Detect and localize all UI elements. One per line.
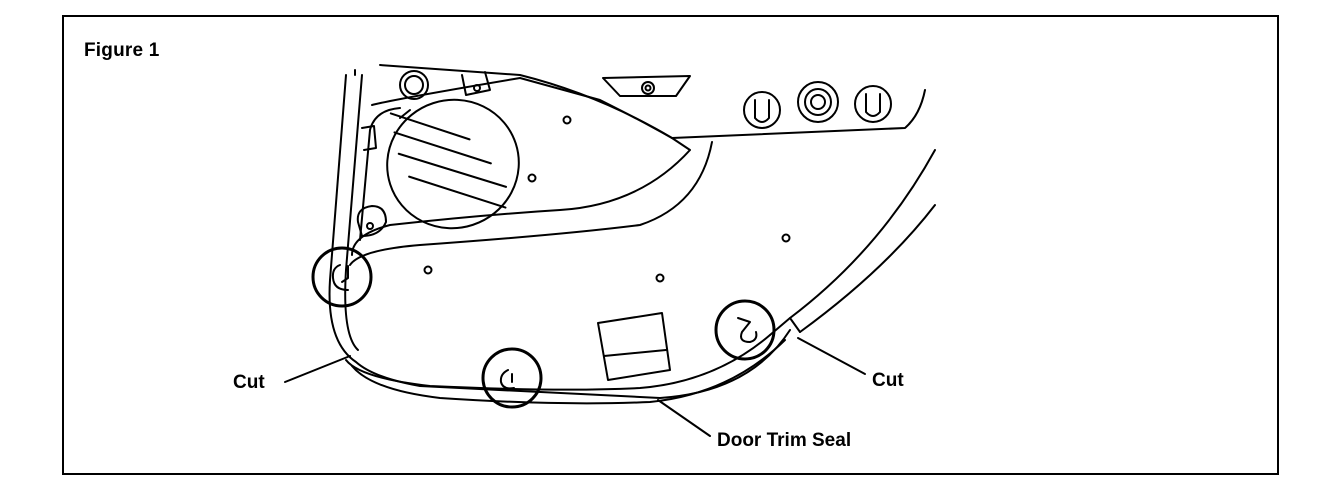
callout-cut-left: Cut [233,372,265,393]
figure-title: Figure 1 [84,40,160,61]
upper-panel-bevel [372,78,672,138]
leader-cut-left [285,356,350,382]
seal-right-upper [790,150,935,318]
door-edge-outer [330,75,790,398]
armrest-pocket-outer [352,138,690,255]
clip-circle-right [716,301,774,359]
door-trim-seal-upper [346,335,770,390]
leader-door-trim-seal [658,400,710,436]
left-side-tab-lower [358,206,386,236]
callout-door-trim-seal: Door Trim Seal [717,430,852,451]
top-fastener-u-left [744,92,780,128]
armrest-pocket-rim [360,108,400,240]
seal-right-lower [800,205,935,332]
top-fastener-round-left [400,71,428,99]
top-fastener-u-right [855,86,891,122]
door-trim-seal-lower [352,340,785,403]
top-fastener-tab [462,72,490,95]
top-fastener-center [603,76,690,96]
left-side-tab-upper [362,126,376,150]
clip-circle-left [313,248,371,306]
clip-circle-bottom [483,349,541,407]
top-fastener-round-right [798,82,838,122]
callout-cut-right: Cut [872,370,904,391]
door-edge-inner [345,75,362,350]
mounting-holes [425,117,790,282]
speaker-grille [370,83,535,246]
switch-housing [598,313,670,380]
armrest-pocket-inner [350,142,712,265]
leader-cut-right [798,338,865,374]
